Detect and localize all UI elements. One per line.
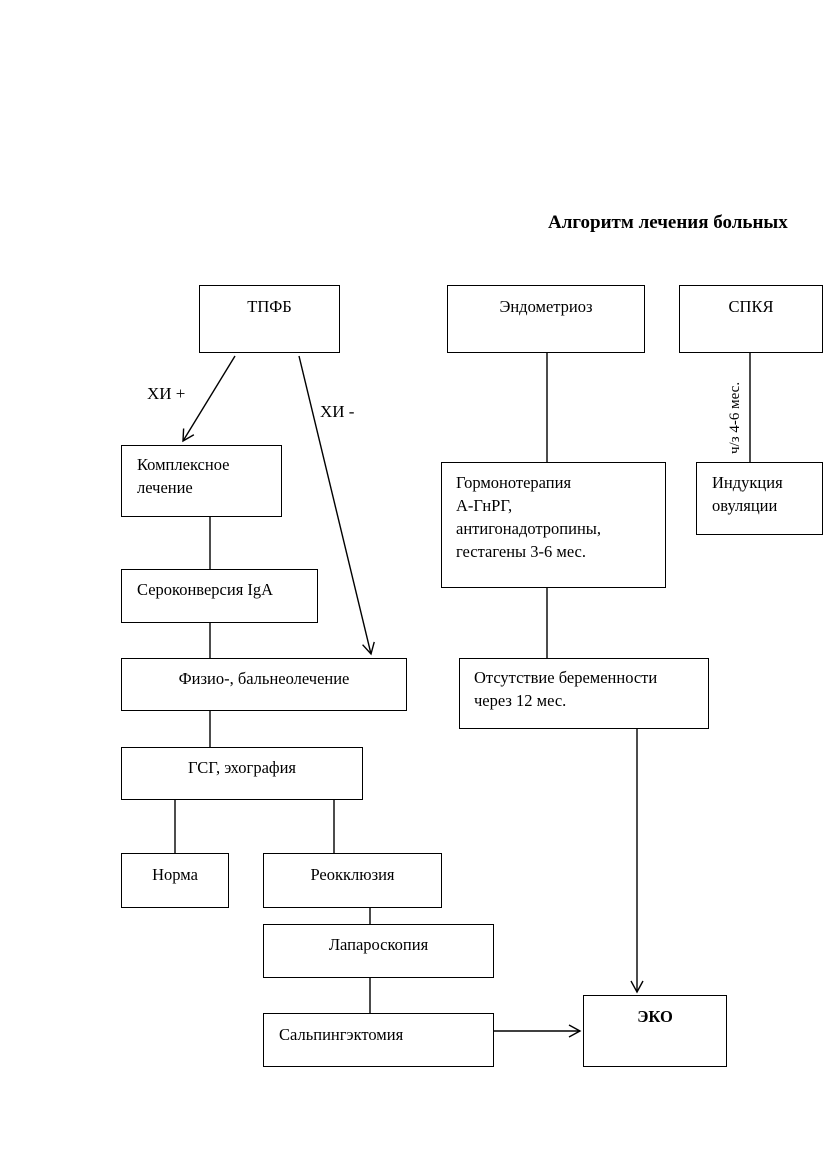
node-indukciya-line1: Индукция: [712, 473, 783, 492]
node-otsutstvie-line1: Отсутствие беременности: [474, 668, 658, 687]
node-indukciya-line2: овуляции: [712, 496, 778, 515]
node-gormon-line1: Гормонотерапия: [456, 473, 572, 492]
node-fizio: Физио-, бальнеолечение: [121, 658, 407, 711]
node-salpingektomiya-label: Сальпингэктомия: [279, 1025, 404, 1044]
node-gormonoterapiya: Гормонотерапия А-ГнРГ, антигонадотропины…: [441, 462, 666, 588]
node-laparoskopiya-label: Лапароскопия: [328, 935, 429, 954]
node-gormon-line3: антигонадотропины,: [456, 519, 601, 538]
node-reokklyuziya-label: Реокклюзия: [310, 865, 395, 884]
node-otsutstvie: Отсутствие беременности через 12 мес.: [459, 658, 709, 729]
node-serokonversiya-label: Сероконверсия IgA: [137, 580, 274, 599]
node-tpfb-label: ТПФБ: [247, 297, 292, 316]
node-eko-label: ЭКО: [637, 1007, 673, 1026]
node-tpfb: ТПФБ: [199, 285, 340, 353]
node-gsg: ГСГ, эхография: [121, 747, 363, 800]
node-kompleks-line1: Комплексное: [137, 455, 230, 474]
node-gsg-label: ГСГ, эхография: [187, 758, 296, 777]
node-laparoskopiya: Лапароскопия: [263, 924, 494, 978]
node-fizio-label: Физио-, бальнеолечение: [178, 669, 350, 688]
node-endometrioz: Эндометриоз: [447, 285, 645, 353]
node-spkya: СПКЯ: [679, 285, 823, 353]
node-otsutstvie-line2: через 12 мес.: [474, 691, 567, 710]
node-norma: Норма: [121, 853, 229, 908]
node-gormon-line2: А-ГнРГ,: [456, 496, 513, 515]
node-kompleks-line2: лечение: [137, 478, 193, 497]
node-serokonversiya: Сероконверсия IgA: [121, 569, 318, 623]
arrow-xi-minus: [298, 355, 375, 656]
node-endometrioz-label: Эндометриоз: [499, 297, 593, 316]
node-eko: ЭКО: [583, 995, 727, 1067]
node-spkya-label: СПКЯ: [728, 297, 774, 316]
node-salpingektomiya: Сальпингэктомия: [263, 1013, 494, 1067]
edge-label-xi-minus: ХИ -: [320, 402, 355, 421]
edge-label-cz-months: ч/з 4-6 мес.: [727, 381, 743, 454]
node-reokklyuziya: Реокклюзия: [263, 853, 442, 908]
node-indukciya: Индукция овуляции: [696, 462, 823, 535]
node-kompleks: Комплексное лечение: [121, 445, 282, 517]
diagram-title: Алгоритм лечения больных: [548, 212, 788, 233]
edge-label-xi-plus: ХИ +: [147, 384, 186, 403]
node-gormon-line4: гестагены 3-6 мес.: [456, 542, 587, 561]
arrow-xi-plus: [182, 355, 236, 443]
node-norma-label: Норма: [152, 865, 198, 884]
